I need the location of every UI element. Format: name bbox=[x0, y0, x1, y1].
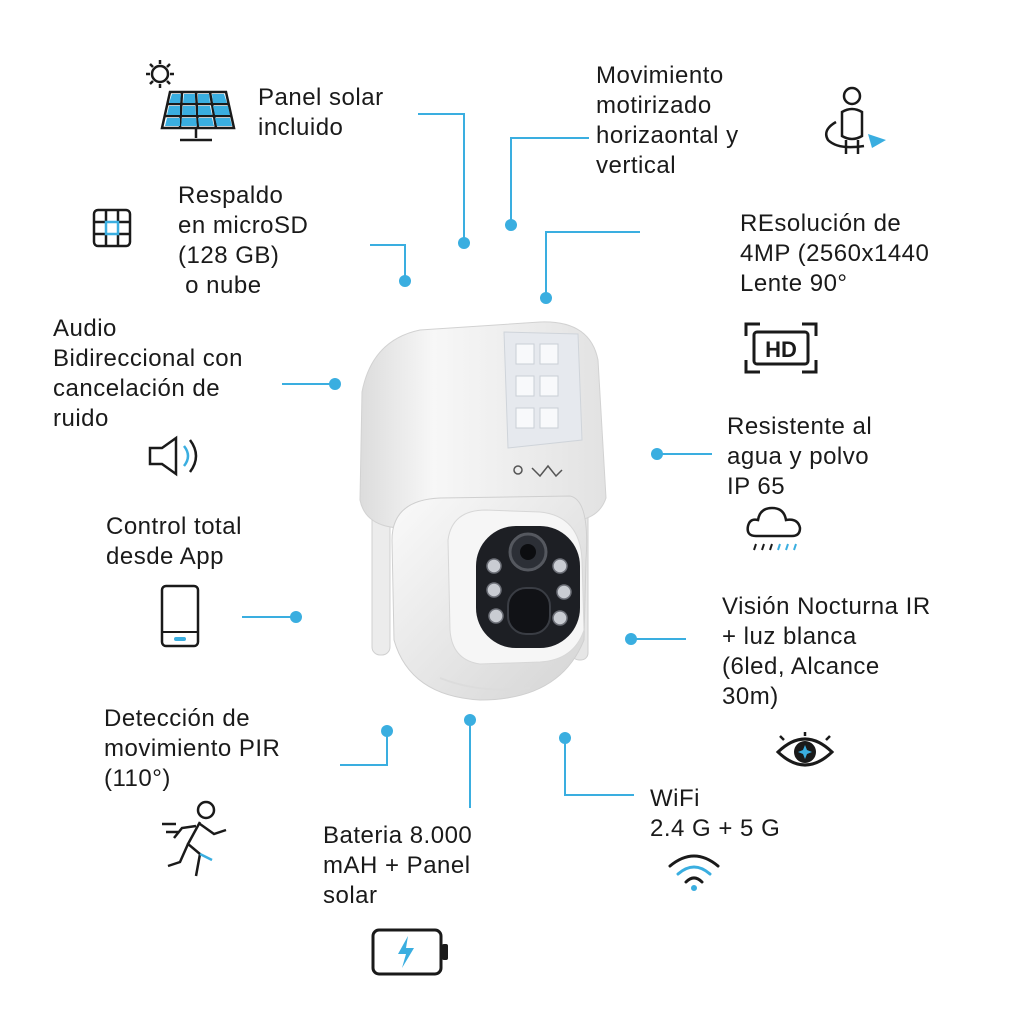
feature-wifi-label: WiFi 2.4 G + 5 G bbox=[650, 784, 780, 844]
label-line: 4MP (2560x1440 bbox=[740, 240, 930, 267]
label-line: IP 65 bbox=[727, 473, 786, 500]
label-line: (110°) bbox=[104, 765, 171, 792]
label-line: Lente 90° bbox=[740, 270, 848, 297]
feature-night-label: Visión Nocturna IR + luz blanca (6led, A… bbox=[722, 592, 931, 712]
feature-weather-label: Resistente al agua y polvo IP 65 bbox=[727, 412, 872, 502]
label-line: + luz blanca bbox=[722, 623, 857, 650]
label-line: Panel solar bbox=[258, 84, 384, 111]
running-person-icon bbox=[162, 800, 227, 877]
hd-icon: HD bbox=[744, 322, 818, 374]
label-line: Audio bbox=[53, 315, 117, 342]
label-line: 30m) bbox=[722, 683, 779, 710]
label-line: cancelación de bbox=[53, 375, 221, 402]
label-line: Bateria 8.000 bbox=[323, 822, 473, 849]
feature-movement-label: Movimiento motirizado horizaontal y vert… bbox=[596, 61, 739, 181]
battery-icon bbox=[371, 928, 448, 976]
label-line: o nube bbox=[178, 272, 262, 299]
hd-text: HD bbox=[765, 337, 797, 362]
label-line: motirizado bbox=[596, 92, 712, 119]
label-line: Respaldo bbox=[178, 182, 284, 209]
label-line: ruido bbox=[53, 405, 109, 432]
label-line: Control total bbox=[106, 513, 242, 540]
label-line: Movimiento bbox=[596, 62, 724, 89]
label-line: (128 GB) bbox=[178, 242, 280, 269]
label-line: agua y polvo bbox=[727, 443, 870, 470]
rain-cloud-icon bbox=[746, 506, 802, 551]
label-line: incluido bbox=[258, 114, 344, 141]
eye-icon bbox=[775, 732, 835, 767]
label-line: movimiento PIR bbox=[104, 735, 281, 762]
feature-app-label: Control total desde App bbox=[106, 512, 242, 572]
solar-panel-icon bbox=[146, 60, 236, 142]
label-line: mAH + Panel bbox=[323, 852, 471, 879]
label-line: Detección de bbox=[104, 705, 251, 732]
sd-card-icon bbox=[92, 208, 132, 248]
feature-battery-label: Bateria 8.000 mAH + Panel solar bbox=[323, 821, 472, 911]
label-line: en microSD bbox=[178, 212, 309, 239]
label-line: horizaontal y bbox=[596, 122, 739, 149]
feature-audio-label: Audio Bidireccional con cancelación de r… bbox=[53, 314, 243, 434]
label-line: (6led, Alcance bbox=[722, 653, 880, 680]
label-line: REsolución de bbox=[740, 210, 902, 237]
wifi-icon bbox=[668, 854, 720, 891]
feature-resolution-label: REsolución de 4MP (2560x1440 Lente 90° bbox=[740, 209, 929, 299]
speaker-icon bbox=[148, 435, 198, 477]
feature-solar-label: Panel solar incluido bbox=[258, 83, 384, 143]
label-line: vertical bbox=[596, 152, 677, 179]
label-line: 2.4 G + 5 G bbox=[650, 815, 781, 842]
smartphone-icon bbox=[160, 584, 200, 648]
label-line: WiFi bbox=[650, 785, 700, 812]
label-line: solar bbox=[323, 882, 378, 909]
feature-storage-label: Respaldo en microSD (128 GB) o nube bbox=[178, 181, 308, 301]
feature-pir-label: Detección de movimiento PIR (110°) bbox=[104, 704, 280, 794]
label-line: Bidireccional con bbox=[53, 345, 243, 372]
label-line: desde App bbox=[106, 543, 224, 570]
label-line: Visión Nocturna IR bbox=[722, 593, 931, 620]
label-line: Resistente al bbox=[727, 413, 873, 440]
rotation-icon bbox=[825, 86, 886, 154]
